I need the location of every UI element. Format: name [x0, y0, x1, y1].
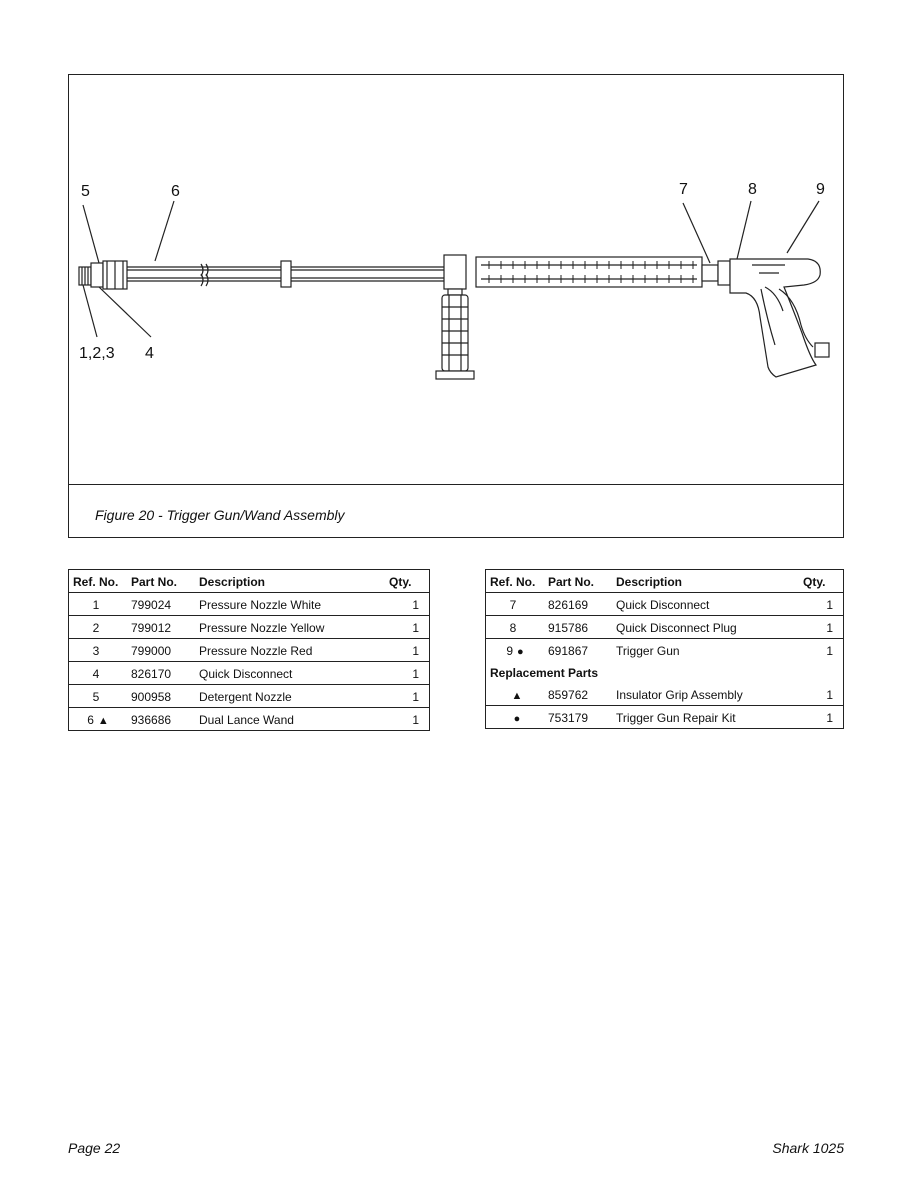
description-cell: Pressure Nozzle Yellow	[195, 615, 385, 639]
ref-cell: 5	[68, 684, 127, 708]
replacement-parts-row: Replacement Parts	[486, 661, 844, 683]
qty-cell: 1	[385, 661, 430, 685]
ref-number: 1	[92, 598, 100, 612]
qty-cell: 1	[826, 644, 833, 658]
callout-7: 7	[679, 181, 688, 198]
header-part: Part No.	[544, 569, 612, 593]
header-qty: Qty.	[385, 569, 430, 593]
ref-number: 3	[92, 644, 100, 658]
ref-cell: 9●	[486, 639, 545, 662]
part-number-cell: 691867	[548, 644, 589, 658]
header-description: Description	[612, 569, 799, 593]
qty-cell: 1	[799, 683, 844, 706]
ref-number: 8	[509, 621, 517, 635]
ref-cell: 4	[68, 661, 127, 685]
qty-cell: 1	[412, 713, 419, 727]
callout-4: 4	[145, 345, 154, 362]
header-ref: Ref. No.	[68, 569, 127, 593]
description-cell: Dual Lance Wand	[199, 713, 294, 727]
part-number-cell: 826170	[127, 661, 195, 685]
part-number-cell: 799012	[127, 615, 195, 639]
ref-cell: 1	[68, 592, 127, 616]
callout-1-2-3: 1,2,3	[79, 345, 115, 362]
page-number: Page 22	[68, 1140, 121, 1156]
description-cell: Quick Disconnect	[195, 661, 385, 685]
callout-8: 8	[748, 181, 757, 198]
table-row: ● 753179 Trigger Gun Repair Kit 1	[486, 706, 844, 729]
part-number-cell: 753179	[548, 711, 589, 725]
caption-divider	[69, 484, 843, 485]
qty-cell: 1	[385, 684, 430, 708]
callout-9: 9	[816, 181, 825, 198]
header-ref: Ref. No.	[485, 569, 544, 593]
table-header-row: Ref. No. Part No. Description Qty.	[68, 569, 430, 593]
ref-cell: 7	[485, 592, 544, 616]
ref-cell: ●	[486, 706, 545, 729]
part-number-cell: 799000	[127, 638, 195, 662]
description-cell: Trigger Gun	[616, 644, 680, 658]
ref-cell: 8	[485, 615, 544, 639]
model-name: Shark 1025	[772, 1140, 844, 1156]
qty-cell: 1	[385, 638, 430, 662]
qty-cell: 1	[799, 592, 844, 616]
description-cell: Detergent Nozzle	[195, 684, 385, 708]
ref-cell: 2	[68, 615, 127, 639]
description-cell: Pressure Nozzle White	[195, 592, 385, 616]
part-number-cell: 915786	[544, 615, 612, 639]
description-cell: Trigger Gun Repair Kit	[616, 711, 736, 725]
ref-cell: 3	[68, 638, 127, 662]
header-part: Part No.	[127, 569, 195, 593]
description-cell: Insulator Grip Assembly	[612, 683, 799, 706]
description-cell: Quick Disconnect	[612, 592, 799, 616]
part-number-cell: 826169	[544, 592, 612, 616]
description-cell: Quick Disconnect Plug	[612, 615, 799, 639]
qty-cell: 1	[385, 615, 430, 639]
ref-cell: 6▲	[69, 708, 128, 731]
part-number-cell: 799024	[127, 592, 195, 616]
figure-caption: Figure 20 - Trigger Gun/Wand Assembly	[95, 507, 345, 523]
qty-cell: 1	[385, 592, 430, 616]
trigger-gun-wand-drawing	[78, 200, 830, 380]
header-qty: Qty.	[799, 569, 844, 593]
parts-table-left: Ref. No. Part No. Description Qty. 1 7990…	[68, 569, 430, 731]
ref-number: 9	[506, 644, 514, 658]
callout-5: 5	[81, 183, 90, 200]
part-number-cell: 859762	[544, 683, 612, 706]
ref-number: 7	[509, 598, 517, 612]
triangle-icon: ▲	[97, 715, 109, 727]
description-cell: Pressure Nozzle Red	[195, 638, 385, 662]
parts-table-right: Ref. No. Part No. Description Qty. 7 8261…	[485, 569, 844, 729]
qty-cell: 1	[826, 711, 833, 725]
ref-number: 5	[92, 690, 100, 704]
replacement-parts-title: Replacement Parts	[490, 666, 599, 680]
triangle-icon: ▲	[511, 690, 523, 702]
header-description: Description	[195, 569, 385, 593]
ref-number: 2	[92, 621, 100, 635]
ref-number: 6	[87, 713, 94, 727]
ref-cell: ▲	[485, 683, 544, 706]
bullet-icon: ●	[517, 646, 524, 658]
qty-cell: 1	[799, 615, 844, 639]
part-number-cell: 936686	[131, 713, 172, 727]
figure-frame: 5 6 7 8 9 1,2,3 4 Figure 20 - Trigger Gu…	[68, 74, 844, 538]
callout-6: 6	[171, 183, 180, 200]
table-header-row: Ref. No. Part No. Description Qty.	[485, 569, 844, 593]
ref-number: 4	[92, 667, 100, 681]
bullet-icon: ●	[513, 713, 521, 725]
part-number-cell: 900958	[127, 684, 195, 708]
